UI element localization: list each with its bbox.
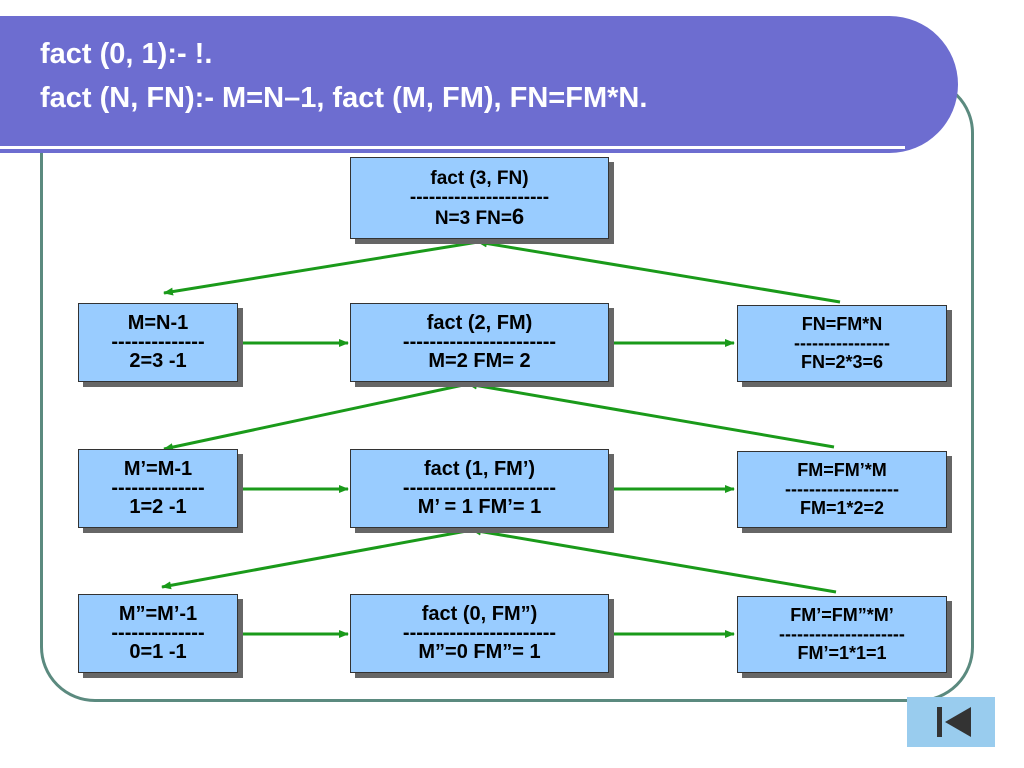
right-node-1-line1: FN=FM*N <box>801 314 883 334</box>
center-node-3-result: M”=0 FM”= 1 <box>418 641 541 663</box>
center-node-1-separator: ----------------------- <box>402 333 557 352</box>
top-node: fact (3, FN) ---------------------- N=3 … <box>350 157 609 239</box>
center-node-2-result: M’ = 1 FM’= 1 <box>417 496 542 518</box>
title-line-1: fact (0, 1):- !. <box>40 38 213 70</box>
center-node-2: fact (1, FM’) ----------------------- M’… <box>350 449 609 528</box>
right-node-1-separator: ---------------- <box>794 334 890 353</box>
center-node-2-value: 1 <box>530 496 542 518</box>
center-node-1-title: fact (2, FM) <box>426 312 533 334</box>
left-node-1-separator: -------------- <box>111 333 205 352</box>
arrow-right-2-to-center-1 <box>467 381 835 449</box>
arrow-top-to-left-1 <box>163 240 479 296</box>
top-node-text: N=3 FN= <box>434 207 512 229</box>
first-slide-button[interactable] <box>907 697 995 747</box>
center-node-2-title: fact (1, FM’) <box>423 458 536 480</box>
arrow-center-2-to-left-3 <box>161 528 473 590</box>
left-node-2-separator: -------------- <box>111 479 205 498</box>
top-node-value: 6 <box>511 203 525 229</box>
left-node-3-separator: -------------- <box>111 624 205 643</box>
right-node-1-line2: FN=2*3=6 <box>800 352 884 372</box>
title-underline <box>0 146 905 149</box>
right-node-3-line1: FM’=FM”*M’ <box>790 605 894 625</box>
left-node-1-line1: M=N-1 <box>127 312 189 334</box>
center-node-1: fact (2, FM) ----------------------- M=2… <box>350 303 609 382</box>
title-banner: fact (0, 1):- !. fact (N, FN):- M=N–1, f… <box>0 16 958 153</box>
right-node-3-separator: --------------------- <box>779 625 905 644</box>
center-node-3-title: fact (0, FM”) <box>421 603 538 625</box>
center-node-2-separator: ----------------------- <box>402 479 557 498</box>
center-node-1-result: M=2 FM= 2 <box>428 350 531 372</box>
right-node-1: FN=FM*N ---------------- FN=2*3=6 <box>737 305 947 382</box>
center-node-3-text: M”=0 FM”= <box>418 641 530 663</box>
right-node-2-line2: FM=1*2=2 <box>799 498 885 518</box>
right-node-2: FM=FM’*M ------------------- FM=1*2=2 <box>737 451 947 528</box>
left-node-1-line2: 2=3 -1 <box>129 350 187 372</box>
title-line-2: fact (N, FN):- M=N–1, fact (M, FM), FN=F… <box>40 82 648 114</box>
left-node-3: M”=M’-1 -------------- 0=1 -1 <box>78 594 238 673</box>
top-node-title: fact (3, FN) <box>430 167 529 189</box>
left-node-2: M’=M-1 -------------- 1=2 -1 <box>78 449 238 528</box>
arrow-right-1-to-top <box>477 239 841 304</box>
left-node-2-line2: 1=2 -1 <box>129 496 187 518</box>
right-node-2-separator: ------------------- <box>785 480 899 499</box>
arrow-right-3-to-center-2 <box>471 527 837 594</box>
right-node-2-line1: FM=FM’*M <box>797 460 887 480</box>
top-node-separator: ---------------------- <box>409 187 550 207</box>
center-node-2-text: M’ = 1 FM’= <box>417 496 531 518</box>
left-node-3-line2: 0=1 -1 <box>129 641 187 663</box>
center-node-3: fact (0, FM”) ----------------------- M”… <box>350 594 609 673</box>
center-node-3-value: 1 <box>529 641 541 663</box>
left-node-1: M=N-1 -------------- 2=3 -1 <box>78 303 238 382</box>
center-node-1-text: M=2 FM= <box>428 350 520 372</box>
center-node-3-separator: ----------------------- <box>402 624 557 643</box>
top-node-result: N=3 FN=6 <box>434 203 525 229</box>
center-node-1-value: 2 <box>519 350 531 372</box>
right-node-3-line2: FM’=1*1=1 <box>797 643 887 663</box>
arrow-center-1-to-left-2 <box>163 382 469 452</box>
left-node-2-line1: M’=M-1 <box>123 458 193 480</box>
left-node-3-line1: M”=M’-1 <box>118 603 198 625</box>
right-node-3: FM’=FM”*M’ --------------------- FM’=1*1… <box>737 596 947 673</box>
